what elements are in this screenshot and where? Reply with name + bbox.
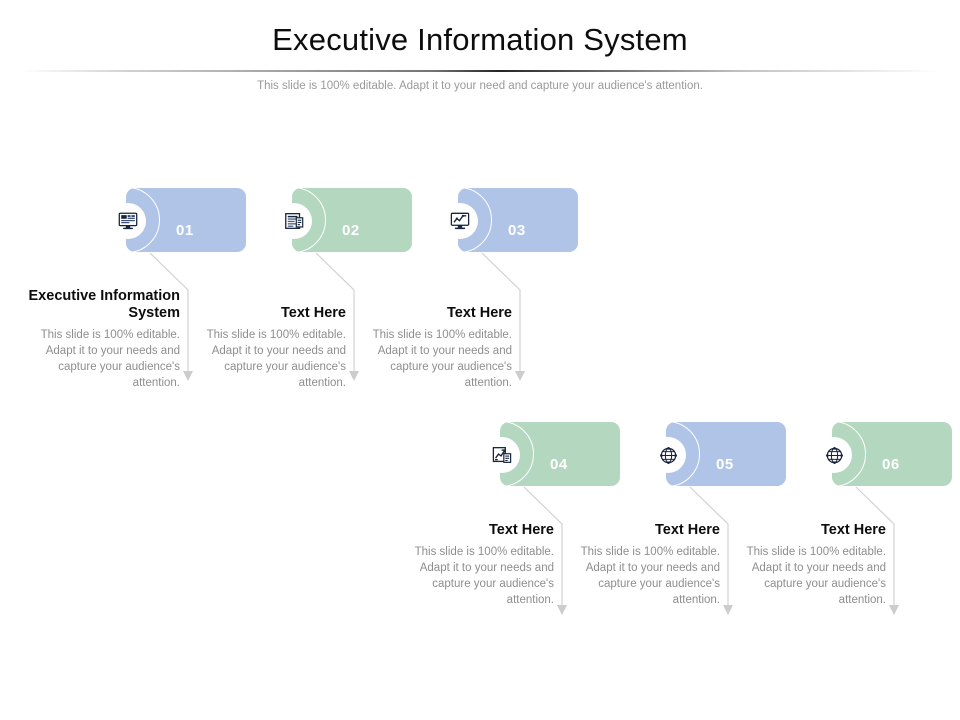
text-block-01-body: This slide is 100% editable. Adapt it to… (40, 329, 180, 389)
card-02[interactable]: 02 (260, 187, 412, 253)
dashboard-monitor-icon (110, 203, 146, 239)
globe-network-icon (816, 437, 852, 473)
text-block-05-heading: Text Here (654, 522, 720, 538)
card-05-ring (634, 421, 700, 487)
text-block-03-heading: Text Here (446, 305, 512, 321)
card-01-number: 01 (176, 222, 194, 239)
monitor-analytics-icon (442, 203, 478, 239)
text-block-02-heading: Text Here (280, 305, 346, 321)
card-02-number: 02 (342, 222, 360, 239)
chart-report-icon (484, 437, 520, 473)
page-subtitle: This slide is 100% editable. Adapt it to… (257, 80, 703, 92)
text-block-03: Text Here This slide is 100% editable. A… (342, 305, 512, 391)
text-block-04-body: This slide is 100% editable. Adapt it to… (414, 546, 554, 606)
title-divider (20, 70, 940, 72)
card-06-ring (800, 421, 866, 487)
text-block-06-body: This slide is 100% editable. Adapt it to… (746, 546, 886, 606)
card-03-ring (426, 187, 492, 253)
text-block-06: Text Here This slide is 100% editable. A… (716, 522, 886, 608)
card-04-number: 04 (550, 456, 568, 473)
text-block-01-heading: Executive Information System (28, 288, 180, 321)
text-block-02: Text Here This slide is 100% editable. A… (176, 305, 346, 391)
page-title: Executive Information System (272, 22, 688, 57)
card-04-ring (468, 421, 534, 487)
text-block-04: Text Here This slide is 100% editable. A… (384, 522, 554, 608)
text-block-02-body: This slide is 100% editable. Adapt it to… (206, 329, 346, 389)
document-list-icon (276, 203, 312, 239)
card-03[interactable]: 03 (426, 187, 578, 253)
card-02-ring (260, 187, 326, 253)
card-06-number: 06 (882, 456, 900, 473)
text-block-05-body: This slide is 100% editable. Adapt it to… (580, 546, 720, 606)
card-05[interactable]: 05 (634, 421, 786, 487)
text-block-03-body: This slide is 100% editable. Adapt it to… (372, 329, 512, 389)
text-block-01: Executive Information System This slide … (10, 288, 180, 391)
card-01-ring (94, 187, 160, 253)
card-05-number: 05 (716, 456, 734, 473)
globe-network-icon (650, 437, 686, 473)
card-04[interactable]: 04 (468, 421, 620, 487)
text-block-05: Text Here This slide is 100% editable. A… (550, 522, 720, 608)
text-block-04-heading: Text Here (488, 522, 554, 538)
text-block-06-heading: Text Here (820, 522, 886, 538)
card-06[interactable]: 06 (800, 421, 952, 487)
card-03-number: 03 (508, 222, 526, 239)
card-01[interactable]: 01 (94, 187, 246, 253)
